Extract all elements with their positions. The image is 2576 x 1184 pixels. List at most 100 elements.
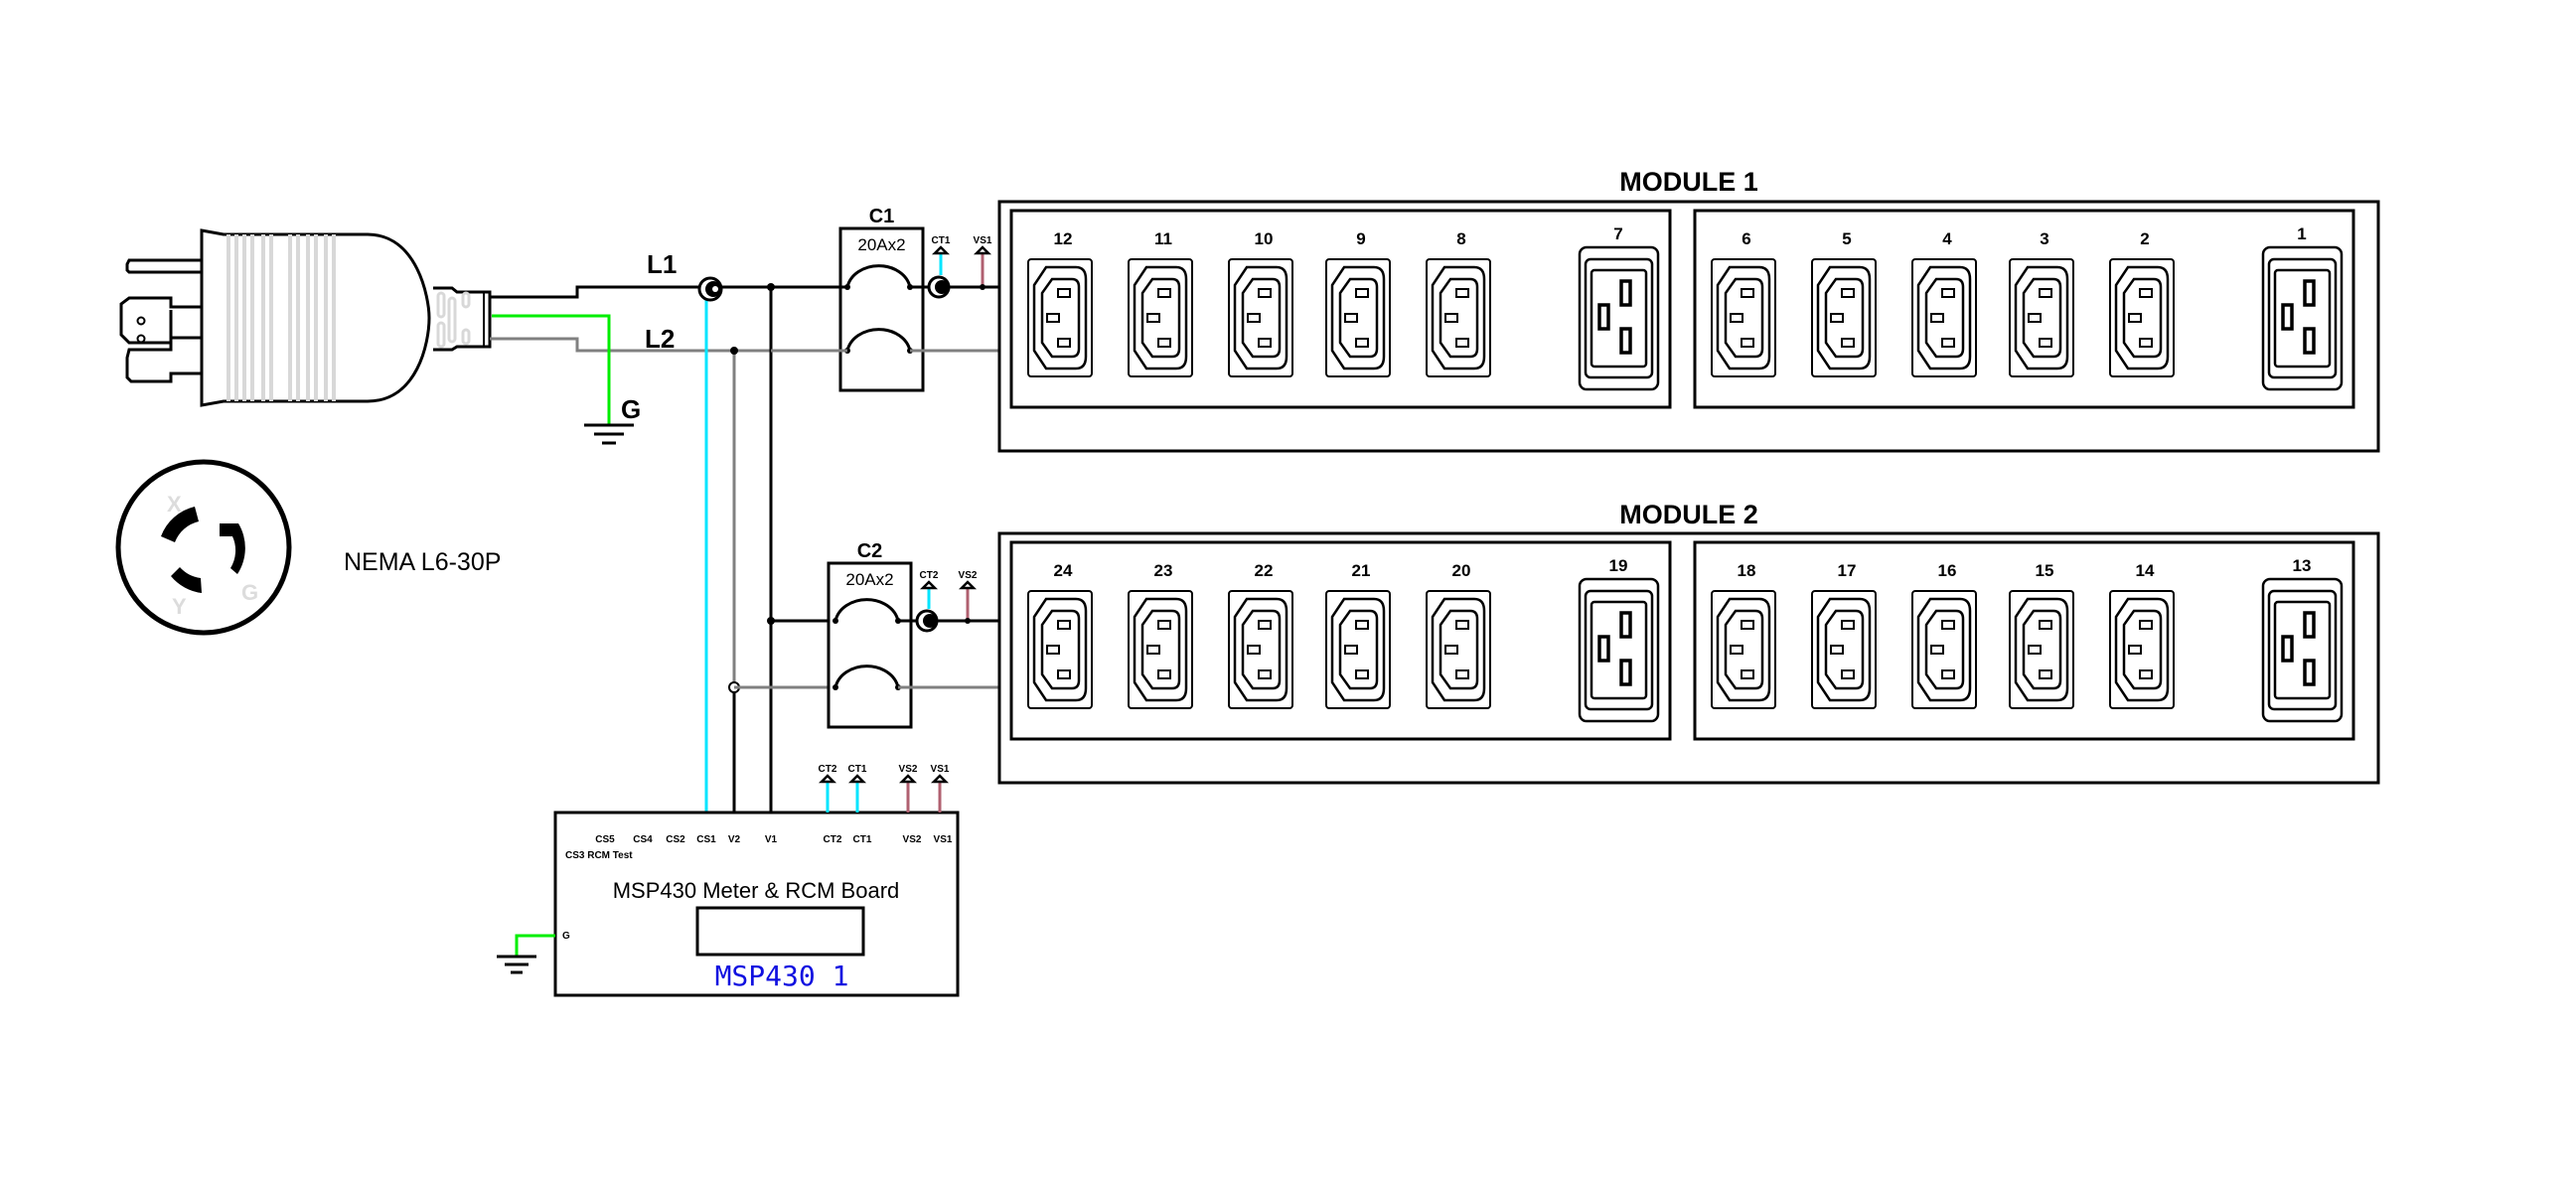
g-label: G [621, 394, 641, 424]
outlet-number: 21 [1352, 561, 1371, 580]
nema-pin-g: G [241, 580, 258, 605]
outlet-number: 9 [1356, 229, 1365, 248]
outlet-number: 13 [2293, 556, 2312, 575]
breaker-contact [833, 665, 900, 688]
outlet-number: 12 [1054, 229, 1073, 248]
outlet-number: 2 [2140, 229, 2149, 248]
breaker-rating: 20Ax2 [857, 235, 905, 254]
plug-ribs [227, 234, 336, 401]
voltage-sense-tap: VS2 [959, 570, 978, 624]
c13-outlet: 3 [2009, 229, 2074, 377]
nema-pin-y: Y [172, 594, 187, 619]
terminal-arrow-icon [973, 245, 992, 255]
vs-label: VS1 [974, 235, 992, 246]
c13-outlet: 24 [1027, 561, 1093, 709]
board-display [695, 906, 865, 957]
outlet-number: 17 [1838, 561, 1857, 580]
msp430-board: MSP430 Meter & RCM Board MSP430 1 CS3 RC… [497, 764, 960, 997]
board-terminal-vs2: VS2 [899, 764, 918, 813]
outlet-group: 24 23 22 21 20 19 [1009, 540, 1672, 741]
nema-face: X Y G NEMA L6-30P [115, 459, 501, 636]
c19-outlet: 7 [1578, 224, 1660, 391]
c19-socket-icon [2261, 577, 2344, 723]
c13-outlet: 4 [1911, 229, 1977, 377]
outlet-group: 12 11 10 9 8 7 [1009, 209, 1672, 409]
board-pin-vs1: VS1 [934, 834, 953, 845]
c13-outlet: 22 [1228, 561, 1293, 709]
outlet-number: 7 [1613, 224, 1622, 243]
outlet-number: 1 [2297, 224, 2306, 243]
ct-label: CT1 [932, 235, 951, 246]
ct-sensor-icon: CT2 [915, 570, 939, 633]
outlet-number: 3 [2040, 229, 2048, 248]
plug-blade-hole [136, 316, 146, 326]
outlet-number: 22 [1255, 561, 1274, 580]
c13-outlet: 21 [1325, 561, 1391, 709]
board-name: MSP430 1 [715, 960, 849, 992]
outlet-number: 5 [1842, 229, 1851, 248]
board-outline [553, 811, 960, 997]
board-pin-vs2: VS2 [903, 834, 922, 845]
nema-face-outline [115, 459, 292, 636]
main-ct-icon [697, 276, 723, 302]
c13-outlet: 18 [1711, 561, 1776, 709]
outlet-number: 15 [2036, 561, 2054, 580]
ground-symbol [584, 423, 634, 445]
outlet-number: 8 [1456, 229, 1465, 248]
l2-label: L2 [645, 324, 675, 354]
board-terminal-ct2: CT2 [819, 764, 837, 813]
module-title: MODULE 1 [1619, 167, 1758, 197]
board-pin-ct2: CT2 [824, 834, 842, 845]
breaker-box [838, 226, 925, 392]
breaker-name: C2 [857, 540, 883, 562]
board-pin-cs5: CS5 [595, 834, 615, 845]
c13-outlet: 6 [1711, 229, 1776, 377]
c13-outlet: 8 [1426, 229, 1491, 377]
terminal-label: CT2 [819, 764, 837, 775]
plug-blade-hole-2 [136, 334, 146, 344]
c13-outlet: 2 [2109, 229, 2175, 377]
l1-label: L1 [647, 249, 677, 279]
nema-slot-x [161, 507, 199, 542]
breaker-contact [833, 598, 900, 622]
outlet-number: 19 [1609, 556, 1628, 575]
terminal-arrow-icon [930, 774, 950, 784]
breaker-contact [845, 264, 912, 288]
c13-outlet: 12 [1027, 229, 1093, 377]
board-terminal-vs1: VS1 [931, 764, 950, 813]
c13-outlet: 16 [1911, 561, 1977, 709]
vs-label: VS2 [959, 570, 978, 581]
terminal-arrow-icon [958, 580, 978, 590]
board-ground-symbol [497, 955, 536, 974]
nema-slot-g [220, 523, 245, 574]
board-terminal-ct1: CT1 [848, 764, 867, 813]
outlet-number: 10 [1255, 229, 1274, 248]
ct-sensor-icon: CT1 [927, 235, 951, 299]
c13-outlet: 17 [1811, 561, 1877, 709]
ground-wire [492, 314, 611, 425]
board-pin-cs1: CS1 [696, 834, 716, 845]
nema-plug [119, 228, 492, 407]
c19-outlet: 13 [2261, 556, 2344, 723]
c13-outlet: 20 [1426, 561, 1491, 709]
c13-outlet: 10 [1228, 229, 1293, 377]
outlet-number: 23 [1154, 561, 1173, 580]
outlet-number: 20 [1452, 561, 1471, 580]
breaker-contact [845, 328, 912, 352]
terminal-arrow-icon [931, 245, 951, 255]
c19-socket-icon [1578, 245, 1660, 391]
outlet-number: 6 [1742, 229, 1750, 248]
outlet-number: 11 [1154, 229, 1172, 248]
outlet-number: 16 [1938, 561, 1957, 580]
board-pin-ct1: CT1 [853, 834, 872, 845]
terminal-label: VS2 [899, 764, 918, 775]
c19-outlet: 1 [2261, 224, 2344, 391]
board-ground-pin-label: G [562, 931, 570, 942]
terminal-arrow-icon [818, 774, 837, 784]
